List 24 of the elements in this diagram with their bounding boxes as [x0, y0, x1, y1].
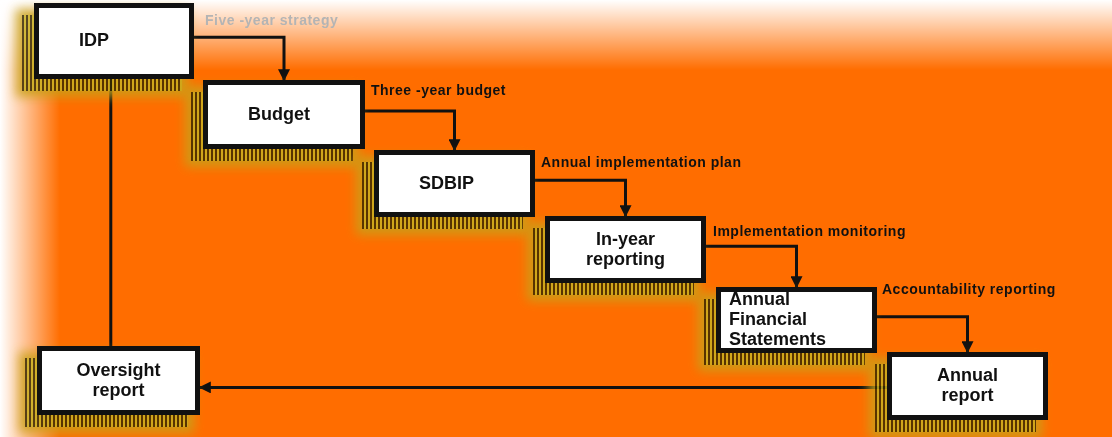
arrow — [535, 178, 632, 218]
box-label: IDP — [79, 31, 109, 51]
process-box — [203, 80, 365, 149]
stage-note: Five -year strategy — [205, 12, 339, 28]
process-box — [887, 352, 1048, 420]
process-box — [716, 287, 877, 353]
box-label: SDBIP — [419, 173, 474, 194]
box-label: Budget — [248, 104, 310, 125]
process-box — [545, 216, 706, 283]
arrow — [706, 244, 803, 289]
process-box — [37, 346, 200, 415]
process-box — [374, 150, 535, 217]
box-label: In-year reporting — [585, 229, 666, 270]
process-box — [34, 3, 194, 79]
stage-note: Annual implementation plan — [541, 154, 742, 170]
box-label: Annual report — [936, 366, 999, 406]
stage-note: Accountability reporting — [882, 281, 1056, 297]
arrow — [877, 315, 974, 354]
arrow — [194, 35, 290, 82]
stage-note: Implementation monitoring — [713, 223, 906, 239]
box-label: Oversight report — [75, 360, 162, 401]
box-label: Annual Financial Statements — [729, 290, 828, 350]
arrow — [365, 109, 461, 152]
stage-note: Three -year budget — [371, 82, 507, 98]
